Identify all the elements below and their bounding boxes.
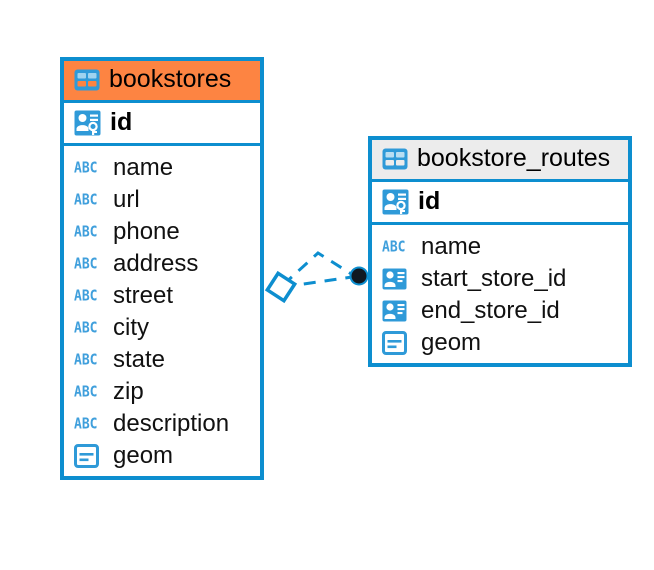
field-row-street[interactable]: ABC street <box>64 280 260 312</box>
foreign-key-icon <box>382 268 412 290</box>
field-row-state[interactable]: ABC state <box>64 344 260 376</box>
entity-title: bookstore_routes <box>417 144 611 172</box>
field-row-primary-key[interactable]: id <box>64 100 260 146</box>
field-row-name[interactable]: ABC name <box>372 231 628 263</box>
foreign-key-icon <box>382 300 412 322</box>
field-row-start-store-id[interactable]: start_store_id <box>372 263 628 295</box>
abc-text-icon: ABC <box>382 238 406 256</box>
geometry-icon <box>74 444 104 468</box>
field-label: name <box>421 233 482 260</box>
entity-table-bookstores[interactable]: bookstores id ABC name <box>60 57 264 480</box>
field-label: address <box>113 250 199 277</box>
field-label: id <box>418 187 441 215</box>
abc-text-icon: ABC <box>74 191 98 209</box>
field-row-geom[interactable]: geom <box>372 327 628 359</box>
field-label: start_store_id <box>421 265 567 292</box>
field-list-bookstores: ABC name ABC url ABC phone ABC address A… <box>64 146 260 476</box>
field-list-bookstore-routes: ABC name start_store_id <box>372 225 628 363</box>
field-label: name <box>113 154 174 181</box>
relationship-line-end-store-id <box>281 251 354 287</box>
field-row-city[interactable]: ABC city <box>64 312 260 344</box>
relationship-line-start-store-id <box>282 275 353 289</box>
abc-text-icon: ABC <box>74 255 98 273</box>
abc-text-icon: ABC <box>74 287 98 305</box>
field-row-zip[interactable]: ABC zip <box>64 376 260 408</box>
geometry-icon <box>382 331 412 355</box>
primary-key-icon <box>382 189 409 215</box>
circle-endpoint-marker <box>349 266 369 286</box>
field-row-url[interactable]: ABC url <box>64 184 260 216</box>
abc-text-icon: ABC <box>74 159 98 177</box>
field-label: end_store_id <box>421 297 560 324</box>
table-icon <box>382 148 408 170</box>
abc-text-icon: ABC <box>74 319 98 337</box>
table-icon <box>74 69 100 91</box>
field-label: geom <box>113 442 174 469</box>
entity-header-bookstore-routes[interactable]: bookstore_routes <box>372 140 628 179</box>
field-row-geom[interactable]: geom <box>64 440 260 472</box>
field-label: id <box>110 108 133 136</box>
field-label: phone <box>113 218 180 245</box>
field-label: city <box>113 314 149 341</box>
field-row-end-store-id[interactable]: end_store_id <box>372 295 628 327</box>
field-row-address[interactable]: ABC address <box>64 248 260 280</box>
entity-title: bookstores <box>109 65 232 93</box>
field-row-phone[interactable]: ABC phone <box>64 216 260 248</box>
field-label: geom <box>421 329 482 356</box>
field-label: description <box>113 410 230 437</box>
field-label: street <box>113 282 174 309</box>
primary-key-icon <box>74 110 101 136</box>
entity-table-bookstore-routes[interactable]: bookstore_routes id ABC name <box>368 136 632 367</box>
abc-text-icon: ABC <box>74 223 98 241</box>
abc-text-icon: ABC <box>74 351 98 369</box>
field-row-primary-key[interactable]: id <box>372 179 628 225</box>
abc-text-icon: ABC <box>74 415 98 433</box>
entity-header-bookstores[interactable]: bookstores <box>64 61 260 100</box>
field-row-name[interactable]: ABC name <box>64 152 260 184</box>
field-label: zip <box>113 378 144 405</box>
field-row-description[interactable]: ABC description <box>64 408 260 440</box>
abc-text-icon: ABC <box>74 383 98 401</box>
field-label: url <box>113 186 140 213</box>
rhombus-marker <box>264 270 298 304</box>
field-label: state <box>113 346 166 373</box>
